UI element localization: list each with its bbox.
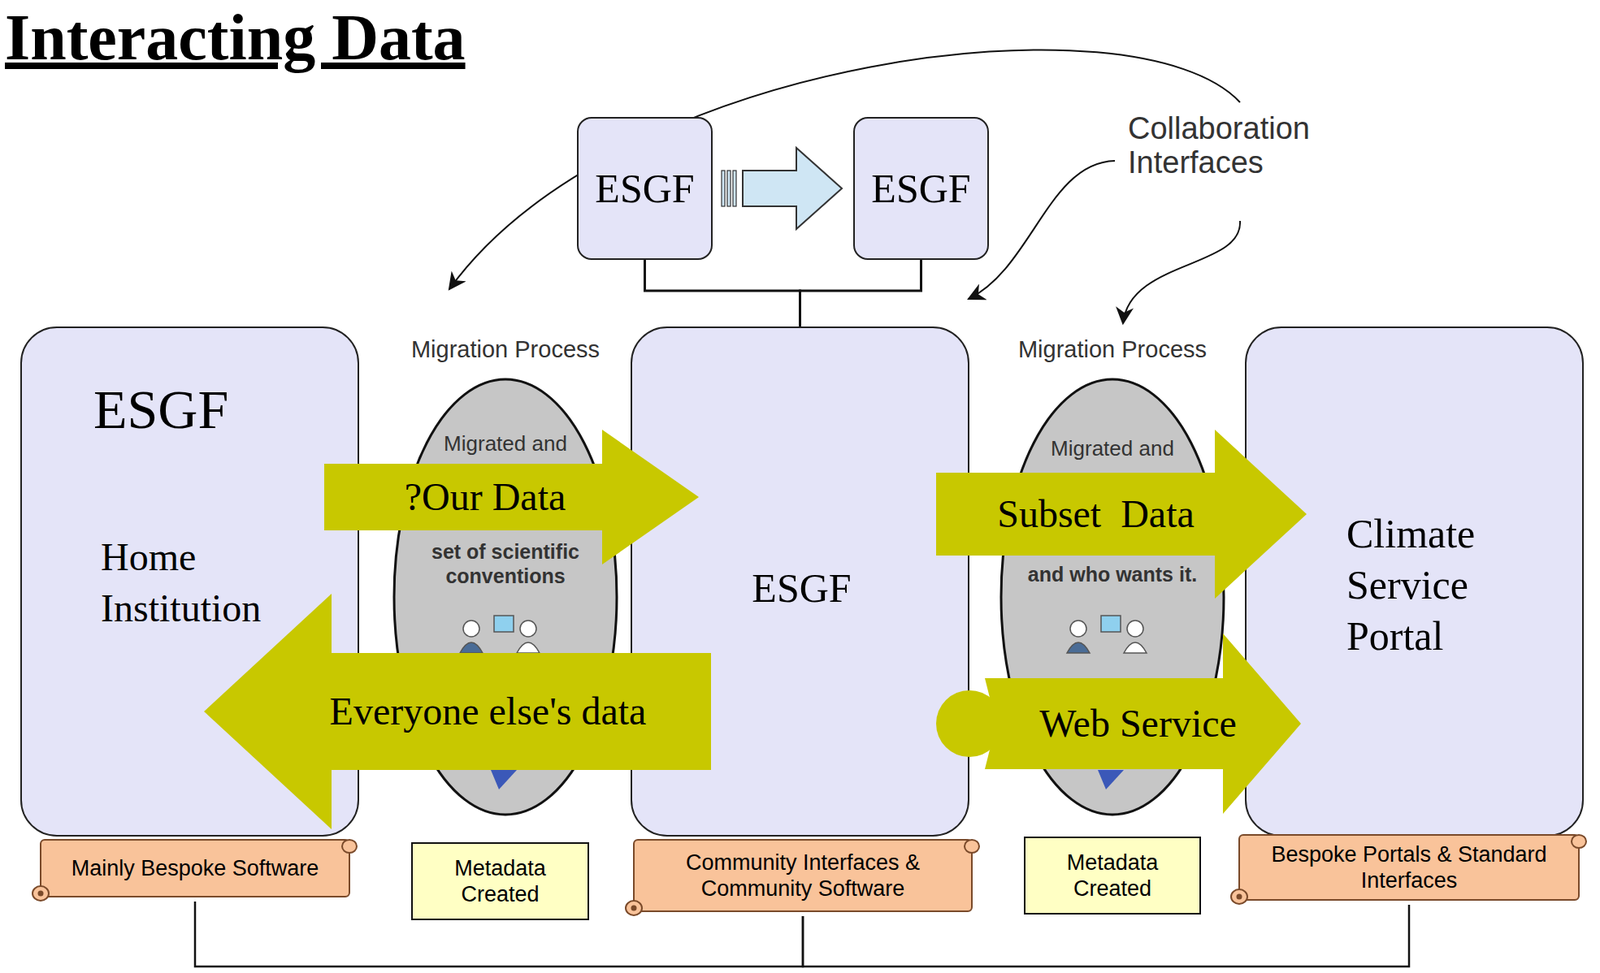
block-arrow <box>203 594 712 830</box>
esgf-hub-box: ESGF <box>630 326 970 837</box>
connector-group <box>645 260 801 327</box>
chart-wedge <box>1097 770 1124 790</box>
software-scroll: Bespoke Portals & Standard Interfaces <box>1229 832 1589 909</box>
bracket-line <box>195 901 803 967</box>
node-label: ESGF <box>93 377 281 443</box>
metadata-box: Metadata Created <box>1023 836 1202 915</box>
block-arrow <box>936 429 1307 599</box>
slide-title: Interacting Data <box>4 0 466 75</box>
arrow-tail-bar <box>727 170 731 207</box>
service-dot <box>936 690 1003 758</box>
oval-outline <box>394 379 617 816</box>
scroll-body <box>1231 835 1587 905</box>
connector-group <box>936 633 1301 815</box>
oval-outline <box>1001 379 1224 816</box>
arrow-label: Web Service <box>1039 701 1237 746</box>
callout-label: Collaboration Interfaces <box>1127 112 1364 181</box>
node-label: Metadata Created <box>1033 849 1192 903</box>
connector-group <box>203 594 712 830</box>
connector-group <box>324 429 699 565</box>
scroll-body <box>32 840 357 902</box>
block-arrow <box>984 633 1301 815</box>
arrow-tail-bar <box>721 170 725 207</box>
chart-wedge <box>490 770 517 790</box>
people-icon <box>459 615 540 654</box>
node-text: set of scientific conventions <box>424 539 587 589</box>
connector-group <box>721 147 842 230</box>
collaboration-curve <box>449 49 1241 290</box>
node-label: ESGF <box>871 164 971 213</box>
esgf-box: ESGF <box>853 117 989 261</box>
collaboration-curve <box>968 160 1115 300</box>
portal-box: Climate Service Portal <box>1244 326 1584 837</box>
node-label: ESGF <box>632 563 972 613</box>
scroll-body <box>625 840 980 916</box>
bracket-line <box>800 260 922 327</box>
node-label: Metadata Created <box>420 855 580 909</box>
bracket-line <box>645 260 801 327</box>
node-label: ESGF <box>594 164 694 213</box>
arrow-label: Subset Data <box>997 491 1195 537</box>
node-text: Home Institution <box>100 531 304 634</box>
arrow-tail-bar <box>732 170 737 207</box>
connector-group <box>195 901 803 967</box>
node-label: Migration Process <box>381 334 629 365</box>
node-label: Migration Process <box>988 334 1236 365</box>
people-icon <box>1066 615 1147 654</box>
connector-group <box>800 260 922 327</box>
institution-box: ESGF Home Institution <box>20 326 360 837</box>
arrow-label: Everyone else's data <box>329 689 647 734</box>
connector-group <box>802 905 1410 967</box>
hollow-arrow <box>742 147 842 230</box>
node-label: Climate Service Portal <box>1346 508 1558 663</box>
node-text: Migrated and <box>424 430 587 457</box>
migration-oval: Migration ProcessMigrated and set of scie… <box>381 334 629 817</box>
collaboration-curve <box>1123 221 1241 324</box>
software-scroll: Mainly Bespoke Software <box>30 836 360 906</box>
software-scroll: Community Interfaces & Community Softwar… <box>624 836 982 920</box>
block-arrow <box>324 429 699 565</box>
node-label: Bespoke Portals & Standard Interfaces <box>1270 841 1548 895</box>
esgf-box: ESGF <box>576 117 713 261</box>
arrow-label: ?Our Data <box>404 474 567 520</box>
metadata-box: Metadata Created <box>411 842 590 921</box>
node-label: Community Interfaces & Community Softwar… <box>648 849 958 903</box>
bracket-line <box>802 905 1410 967</box>
node-text: Migrated and <box>1031 435 1194 462</box>
node-label: Mainly Bespoke Software <box>71 855 320 882</box>
connector-group <box>936 429 1307 599</box>
node-text: and who wants it. <box>1023 562 1202 587</box>
